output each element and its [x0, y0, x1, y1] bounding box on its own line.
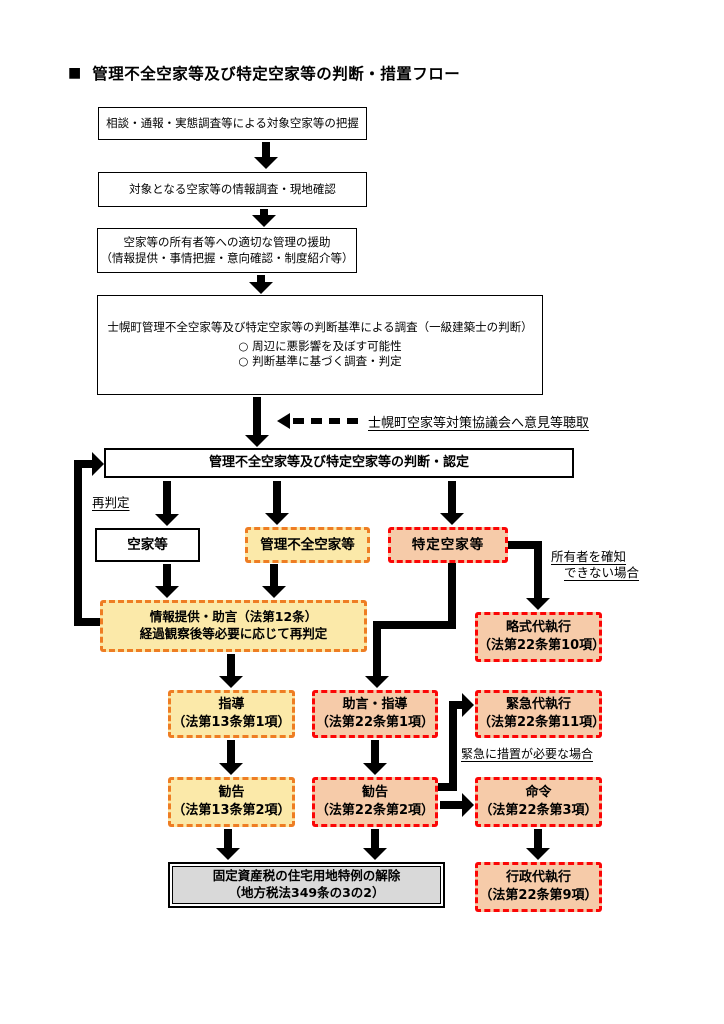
- loop-line-bottom: [74, 618, 101, 626]
- node-guidance-line1: 指導: [218, 697, 245, 713]
- node-order: 命令 （法第22条第3項）: [475, 777, 602, 827]
- arrow-info-to-guidance: [219, 654, 243, 688]
- node-grasp-text: 相談・通報・実態調査等による対象空家等の把握: [106, 115, 359, 130]
- specified-elbow-horizontal: [373, 621, 456, 629]
- node-tax-exception-line2: （地方税法349条の3の2）: [228, 885, 385, 900]
- node-order-line2: （法第22条第3項）: [479, 803, 598, 818]
- arrow-mismanaged-to-info: [262, 564, 286, 598]
- recommendation22-elbow-stub: [438, 783, 457, 791]
- node-recommendation13-line1: 勧告: [218, 785, 245, 801]
- arrow-survey-to-support: [252, 209, 276, 227]
- arrow-recommendation13-to-tax: [216, 829, 240, 860]
- node-guidance: 指導 （法第13条第1項）: [168, 690, 295, 738]
- node-support: 空家等の所有者等への適切な管理の援助 （情報提供・事情把握・意向確認・制度紹介等…: [97, 228, 357, 273]
- arrow-specified-to-summary-execution: [526, 541, 550, 610]
- specified-elbow-vertical: [448, 563, 456, 629]
- node-recommendation22: 勧告 （法第22条第2項）: [312, 777, 438, 827]
- arrow-vacant-to-info: [155, 564, 179, 598]
- node-grasp: 相談・通報・実態調査等による対象空家等の把握: [98, 107, 367, 140]
- node-decision-text: 管理不全空家等及び特定空家等の判断・認定: [208, 455, 469, 471]
- emergency-case-label: 緊急に措置が必要な場合: [461, 747, 594, 761]
- node-summary-execution-line1: 略式代執行: [505, 620, 571, 636]
- arrow-guidance-to-recommendation13: [219, 740, 243, 775]
- loop-line-vertical: [74, 460, 82, 622]
- arrow-decision-to-mismanaged: [265, 481, 289, 525]
- node-info-advice: 情報提供・助言（法第12条） 経過観察後等必要に応じて再判定: [100, 600, 367, 652]
- node-vacant: 空家等: [95, 528, 200, 562]
- node-decision: 管理不全空家等及び特定空家等の判断・認定: [104, 448, 574, 478]
- node-administrative-execution-line2: （法第22条第9項）: [479, 888, 598, 903]
- node-survey-text: 対象となる空家等の情報調査・現地確認: [129, 181, 336, 196]
- node-emergency-execution-line1: 緊急代執行: [505, 697, 571, 713]
- node-tax-exception-line1: 固定資産税の住宅用地特例の解除: [212, 868, 401, 884]
- owner-unknown-label: 所有者を確知 できない場合: [551, 549, 639, 582]
- arrow-order-to-administrative: [526, 829, 550, 860]
- node-support-line2: （情報提供・事情把握・意向確認・制度紹介等）: [100, 250, 354, 265]
- arrow-criteria-to-decision: [245, 397, 269, 447]
- node-recommendation13-line2: （法第13条第2項）: [172, 803, 291, 818]
- node-emergency-execution-line2: （法第22条第11項）: [478, 715, 606, 730]
- page-title-text: 管理不全空家等及び特定空家等の判断・措置フロー: [92, 65, 461, 83]
- recommendation22-elbow-vertical: [449, 701, 457, 791]
- node-mismanaged: 管理不全空家等: [245, 527, 370, 563]
- node-specified-text: 特定空家等: [411, 536, 485, 553]
- arrow-decision-to-specified: [440, 481, 464, 525]
- node-recommendation22-line2: （法第22条第2項）: [315, 803, 435, 818]
- arrow-loop-to-decision: [74, 452, 104, 476]
- node-criteria-items: ○ 周辺に悪影響を及ぼす可能性 ○ 判断基準に基づく調査・判定: [238, 339, 401, 370]
- node-administrative-execution-line1: 行政代執行: [505, 870, 571, 886]
- arrow-specified-to-advice-guidance: [365, 629, 389, 688]
- node-administrative-execution: 行政代執行 （法第22条第9項）: [475, 862, 602, 912]
- node-emergency-execution: 緊急代執行 （法第22条第11項）: [475, 690, 606, 738]
- node-info-advice-line2: 経過観察後等必要に応じて再判定: [139, 626, 328, 641]
- node-info-advice-line1: 情報提供・助言（法第12条）: [149, 609, 318, 625]
- node-criteria-item1: ○ 周辺に悪影響を及ぼす可能性: [238, 338, 402, 353]
- arrow-support-to-criteria: [249, 275, 273, 294]
- node-survey: 対象となる空家等の情報調査・現地確認: [98, 172, 367, 207]
- node-advice-guidance-line1: 助言・指導: [342, 697, 408, 713]
- arrow-advice-to-recommendation22: [363, 740, 387, 775]
- arrow-recommendation22-to-emergency: [449, 693, 474, 717]
- owner-unknown-line1: 所有者を確知: [551, 549, 627, 564]
- node-summary-execution: 略式代執行 （法第22条第10項）: [475, 612, 606, 662]
- node-criteria-line1: 士幌町管理不全空家等及び特定空家等の判断基準による調査（一級建築士の判断）: [107, 320, 533, 335]
- node-criteria: 士幌町管理不全空家等及び特定空家等の判断基準による調査（一級建築士の判断） ○ …: [97, 295, 543, 395]
- node-criteria-item2: ○ 判断基準に基づく調査・判定: [238, 354, 402, 369]
- node-recommendation13: 勧告 （法第13条第2項）: [168, 777, 295, 827]
- rejudge-label: 再判定: [92, 495, 130, 510]
- owner-unknown-line2: できない場合: [564, 565, 640, 581]
- node-recommendation22-line1: 勧告: [361, 785, 388, 801]
- arrow-grasp-to-survey: [254, 142, 278, 169]
- page-title: ■ 管理不全空家等及び特定空家等の判断・措置フロー: [68, 62, 460, 84]
- node-mismanaged-text: 管理不全空家等: [260, 536, 355, 553]
- council-note-label: 士幌町空家等対策協議会へ意見等聴取: [368, 416, 590, 431]
- node-specified: 特定空家等: [388, 527, 508, 563]
- arrow-decision-to-vacant: [155, 481, 179, 526]
- arrow-recommendation22-to-order: [440, 793, 474, 817]
- node-tax-exception: 固定資産税の住宅用地特例の解除 （地方税法349条の3の2）: [168, 862, 445, 908]
- node-guidance-line2: （法第13条第1項）: [172, 715, 291, 730]
- arrow-recommendation22-to-tax: [363, 829, 387, 860]
- node-advice-guidance: 助言・指導 （法第22条第1項）: [312, 690, 438, 738]
- node-summary-execution-line2: （法第22条第10項）: [478, 638, 606, 653]
- node-vacant-text: 空家等: [127, 536, 168, 553]
- node-support-line1: 空家等の所有者等への適切な管理の援助: [123, 234, 331, 249]
- square-bullet-icon: ■: [68, 65, 82, 81]
- node-order-line1: 命令: [525, 785, 552, 801]
- node-advice-guidance-line2: （法第22条第1項）: [315, 715, 435, 730]
- dashed-arrow-council: [277, 413, 364, 429]
- owner-branch-line: [508, 541, 534, 549]
